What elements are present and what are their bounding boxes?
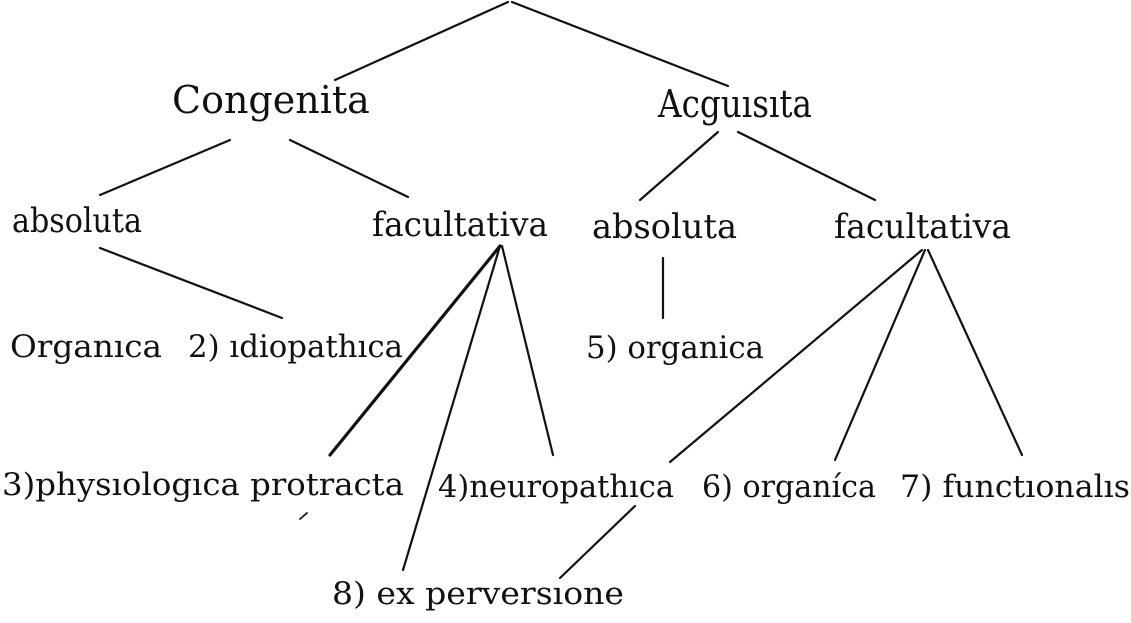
node-congenita-facultativa: facultativa bbox=[372, 205, 548, 245]
edge-absoluta-idiopathica bbox=[98, 246, 284, 320]
edge-facultativa-functionalis bbox=[926, 248, 1024, 457]
edge-congenita-absoluta bbox=[98, 138, 232, 197]
node-ex-perversione: 8) ex perversıone bbox=[332, 576, 624, 612]
node-congenita: Congenita bbox=[172, 78, 370, 122]
edge-facultativa-organica6 bbox=[833, 248, 927, 462]
node-organica-5: 5) organica bbox=[586, 330, 764, 366]
node-acquisita-absoluta: absoluta bbox=[592, 207, 737, 247]
edge-neuropathica-experversione bbox=[558, 504, 637, 580]
edge-congenita-facultativa bbox=[288, 138, 410, 199]
node-organica-6: 6) organíca bbox=[702, 469, 876, 505]
edge-acquisita-facultativa bbox=[736, 130, 877, 202]
edge-facultativa-neuropathica bbox=[500, 244, 555, 457]
edge-root-acquisita bbox=[510, 0, 730, 88]
stray-tick-mark bbox=[299, 512, 308, 520]
tree-edges bbox=[98, 0, 1024, 580]
edge-root-congenita bbox=[333, 0, 510, 82]
node-acquisita: Acguısıta bbox=[657, 82, 812, 126]
node-functionalis: 7) functıonalıs bbox=[900, 469, 1130, 505]
edge-facultativa-crosslink bbox=[668, 248, 924, 464]
node-physiologica-protracta: 3)physıologıca protracta bbox=[2, 467, 404, 503]
tree-labels: Congenita Acguısıta absoluta facultativa… bbox=[2, 78, 1130, 612]
node-idiopathica: 2) ıdiopathıca bbox=[188, 329, 403, 365]
node-acquisita-facultativa: facultativa bbox=[834, 207, 1011, 247]
edge-acquisita-absoluta bbox=[638, 130, 720, 202]
node-neuropathica: 4)neuropathıca bbox=[438, 469, 674, 505]
node-organica-1: Organıca bbox=[10, 329, 162, 365]
edge-facultativa-experversione bbox=[401, 244, 502, 572]
edge-facultativa-physiologica bbox=[328, 244, 502, 457]
node-congenita-absoluta: absoluta bbox=[12, 201, 142, 241]
